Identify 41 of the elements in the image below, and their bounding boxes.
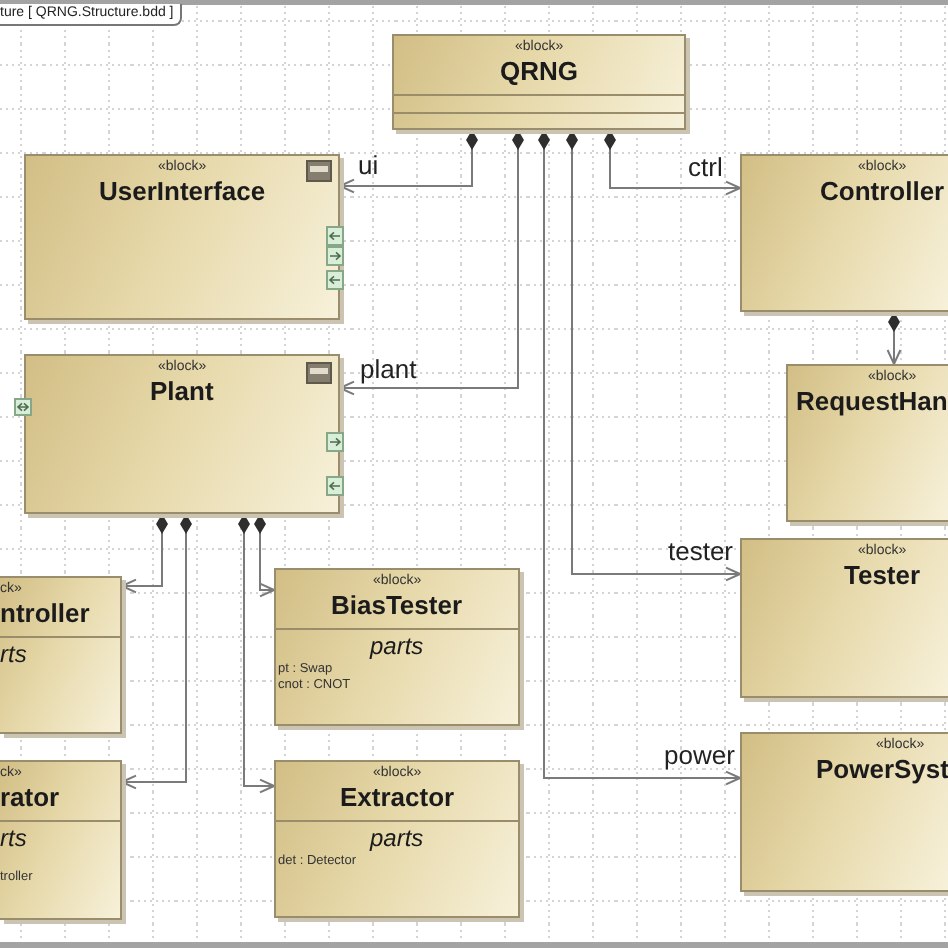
block-name: BiasTester [331, 590, 463, 622]
block-box [24, 154, 340, 320]
edge-label: tester [668, 538, 734, 566]
block-name: Extractor [340, 782, 455, 814]
block-name: Controller [820, 176, 945, 208]
block-box [740, 732, 948, 892]
composition-arrow [339, 129, 524, 396]
composition-arrow [238, 513, 275, 794]
block-name: QRNG [500, 56, 578, 88]
composition-arrow [121, 513, 168, 594]
composition-arrow [538, 129, 741, 786]
compartment-label: parts [370, 630, 424, 662]
block-box [274, 760, 520, 918]
edge-label: ctrl [688, 154, 723, 182]
block-box [786, 364, 948, 522]
block-box [0, 576, 122, 734]
composition-arrow [886, 311, 902, 365]
edge-label: power [664, 742, 735, 770]
block-name: RequestHan [796, 386, 948, 418]
composition-arrow [254, 513, 275, 598]
composition-arrow [121, 513, 192, 790]
edge-label: plant [360, 356, 417, 384]
block-name: Tester [844, 560, 921, 592]
block-box [740, 538, 948, 698]
compartment-label: rts [0, 638, 27, 670]
compartment-label: rts [0, 822, 27, 854]
composition-arrow [339, 129, 478, 194]
block-name: UserInterface [99, 176, 266, 208]
block-box [0, 760, 122, 920]
block-box [740, 154, 948, 312]
block-box [392, 34, 686, 130]
composition-arrow [566, 129, 741, 582]
compartment-label: parts [370, 822, 424, 854]
composition-arrow [604, 129, 741, 196]
block-name: Plant [150, 376, 214, 408]
block-box [274, 568, 520, 726]
block-name: PowerSyst [816, 754, 948, 786]
block-box [24, 354, 340, 514]
block-name: rator [0, 782, 60, 814]
block-name: ntroller [0, 598, 90, 630]
edge-label: ui [358, 152, 379, 180]
